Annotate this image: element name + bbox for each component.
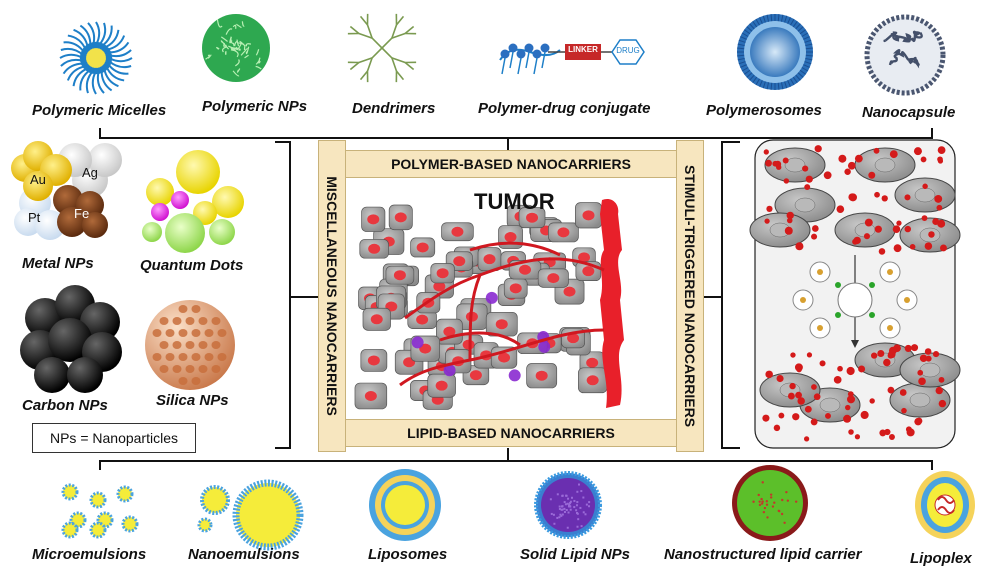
nanocapsule-illustration: [864, 14, 946, 96]
connector-lines: [99, 128, 933, 470]
legend-box: NPs = Nanoparticles: [32, 423, 196, 453]
label-dendrimers: Dendrimers: [352, 100, 436, 117]
metal-au: Au: [30, 172, 46, 187]
label-microemulsions: Microemulsions: [32, 546, 147, 563]
polymeric-np-illustration: [202, 14, 270, 82]
nanoemulsion-illustration: [197, 479, 304, 551]
vessel-branches: [399, 241, 605, 387]
band-stimuli-triggered-text: STIMULI-TRIGGERED NANOCARRIERS: [682, 164, 698, 428]
band-miscellaneous-text: MISCELLANEOUS NANOCARRIERS: [324, 176, 340, 416]
drug-tag: DRUG: [616, 46, 640, 55]
label-polymer-drug-conjugate: Polymer-drug conjugate: [478, 100, 651, 117]
band-stimuli-triggered: STIMULI-TRIGGERED NANOCARRIERS: [676, 140, 704, 452]
metal-pt: Pt: [28, 210, 41, 225]
tumor-title: TUMOR: [474, 189, 555, 214]
label-polymerosomes: Polymerosomes: [706, 102, 822, 119]
label-polymeric-nps: Polymeric NPs: [202, 98, 308, 115]
polymerosome-illustration: [737, 14, 813, 90]
microemulsion-illustration: [61, 483, 139, 539]
label-solid-lipid-nps: Solid Lipid NPs: [520, 546, 631, 563]
polymer-drug-conjugate-illustration: [499, 39, 645, 75]
metal-fe: Fe: [74, 206, 90, 221]
band-polymer-based: POLYMER-BASED NANOCARRIERS: [343, 150, 679, 178]
label-carbon-nps: Carbon NPs: [22, 397, 108, 414]
silica-np-illustration: [145, 300, 235, 390]
metal-ag: Ag: [82, 165, 98, 180]
linker-tag: LINKER: [568, 45, 598, 54]
polymeric-micelle-illustration: [59, 21, 133, 95]
lipoplex-illustration: [915, 471, 975, 539]
carbon-nps-illustration: [20, 285, 122, 393]
label-liposomes: Liposomes: [368, 546, 448, 563]
solid-lipid-np-illustration: [534, 471, 602, 539]
label-nlc: Nanostructured lipid carrier: [664, 546, 862, 563]
nlc-illustration: [732, 465, 808, 541]
band-miscellaneous: MISCELLANEOUS NANOCARRIERS: [318, 140, 346, 452]
label-nanocapsule: Nanocapsule: [862, 104, 956, 121]
label-polymeric-micelles: Polymeric Micelles: [32, 102, 167, 119]
band-lipid-based: LIPID-BASED NANOCARRIERS: [343, 419, 679, 447]
stimuli-panel-illustration: [749, 139, 961, 449]
liposome-illustration: [369, 469, 441, 541]
label-quantum-dots: Quantum Dots: [140, 257, 244, 274]
label-lipoplex: Lipoplex: [910, 550, 972, 567]
label-silica-nps: Silica NPs: [156, 392, 229, 409]
quantum-dots-illustration: [142, 150, 244, 253]
blood-vessel: [600, 198, 624, 408]
label-nanoemulsions: Nanoemulsions: [188, 546, 300, 563]
tumor-illustration: [354, 198, 624, 410]
label-metal-nps: Metal NPs: [22, 255, 94, 272]
dendrimer-illustration: [347, 13, 417, 83]
metal-nps-illustration: [11, 141, 122, 240]
